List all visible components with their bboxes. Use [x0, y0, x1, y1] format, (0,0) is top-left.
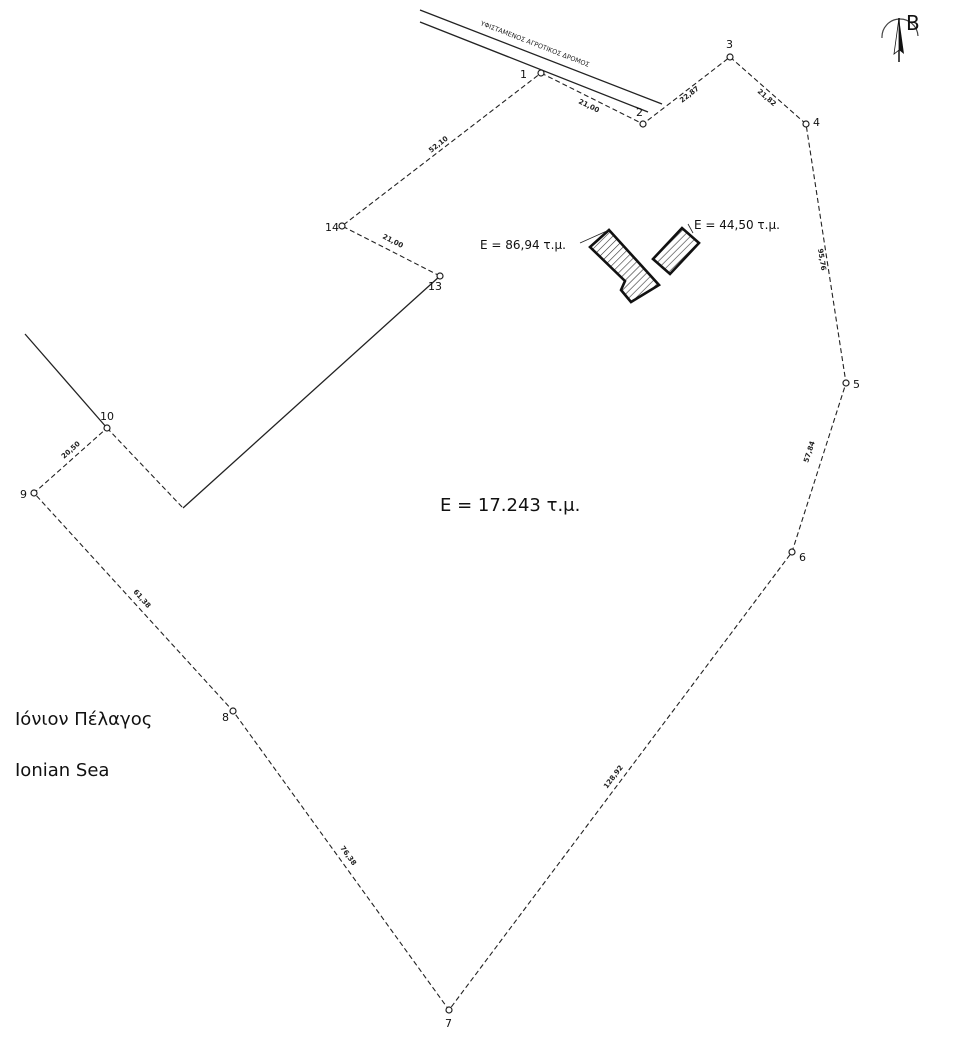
parcel-boundary [33, 56, 847, 1011]
length-4-5: 95,76 [816, 248, 827, 271]
vertex-4-marker [802, 120, 810, 128]
vertex-6-label: 6 [799, 551, 806, 564]
segment-lengths: 21,00 22,87 21,82 95,76 57,84 128,92 76,… [60, 85, 827, 868]
building-2-area-label: Ε = 44,50 τ.μ. [694, 218, 780, 232]
length-7-8: 76,38 [338, 844, 358, 867]
vertex-10-label: 10 [100, 410, 114, 423]
neighbour-lines [24, 275, 441, 509]
building-1-area-label: Ε = 86,94 τ.μ. [480, 238, 566, 252]
vertex-1-label: 1 [520, 68, 527, 81]
road-label: ΥΦΙΣΤΑΜΕΝΟΣ ΑΓΡΟΤΙΚΟΣ ΔΡΟΜΟΣ [478, 19, 590, 69]
vertex-13-marker [436, 272, 444, 280]
length-14-1: 52,10 [427, 135, 449, 155]
vertex-14-label: 14 [325, 221, 339, 234]
length-3-4: 21,82 [756, 87, 778, 108]
north-arrow-icon: B [881, 11, 920, 62]
vertex-8-marker [229, 707, 237, 715]
length-5-6: 57,84 [802, 440, 816, 464]
vertex-labels: 1 2 3 4 5 6 7 8 9 10 13 14 [20, 38, 860, 1030]
vertex-7-marker [445, 1006, 453, 1014]
vertex-5-label: 5 [853, 378, 860, 391]
buildings: Ε = 86,94 τ.μ. Ε = 44,50 τ.μ. [480, 218, 780, 304]
vertex-8-label: 8 [222, 711, 229, 724]
vertex-9-marker [30, 489, 38, 497]
vertex-10-marker [103, 424, 111, 432]
vertex-1-marker [537, 69, 545, 77]
vertex-3-label: 3 [726, 38, 733, 51]
building-1 [588, 228, 662, 304]
sea-label-english: Ionian Sea [15, 760, 109, 781]
length-9-10: 20,50 [60, 440, 82, 461]
existing-road: ΥΦΙΣΤΑΜΕΝΟΣ ΑΓΡΟΤΙΚΟΣ ΔΡΟΜΟΣ [419, 9, 663, 113]
vertex-13-label: 13 [428, 280, 442, 293]
vertex-2-label: 2 [636, 106, 643, 119]
building-2-leader [687, 223, 694, 234]
vertex-6-marker [788, 548, 796, 556]
length-13-14: 21,00 [381, 233, 404, 250]
vertex-3-marker [726, 53, 734, 61]
vertex-2-marker [639, 120, 647, 128]
vertex-14-marker [338, 222, 346, 230]
vertex-9-label: 9 [20, 488, 27, 501]
vertex-4-label: 4 [813, 116, 820, 129]
vertex-markers [30, 53, 850, 1014]
building-2 [651, 226, 701, 276]
vertex-7-label: 7 [445, 1017, 452, 1030]
north-letter: B [906, 11, 920, 35]
total-area-label: Ε = 17.243 τ.μ. [440, 495, 580, 516]
length-2-3: 22,87 [678, 85, 700, 105]
sea-label-greek: Ιόνιον Πέλαγος [15, 709, 152, 730]
length-1-2: 21,00 [577, 98, 601, 115]
length-6-7: 128,92 [602, 764, 625, 790]
length-8-9: 61,38 [132, 588, 153, 610]
building-1-leader [579, 229, 610, 244]
vertex-5-marker [842, 379, 850, 387]
